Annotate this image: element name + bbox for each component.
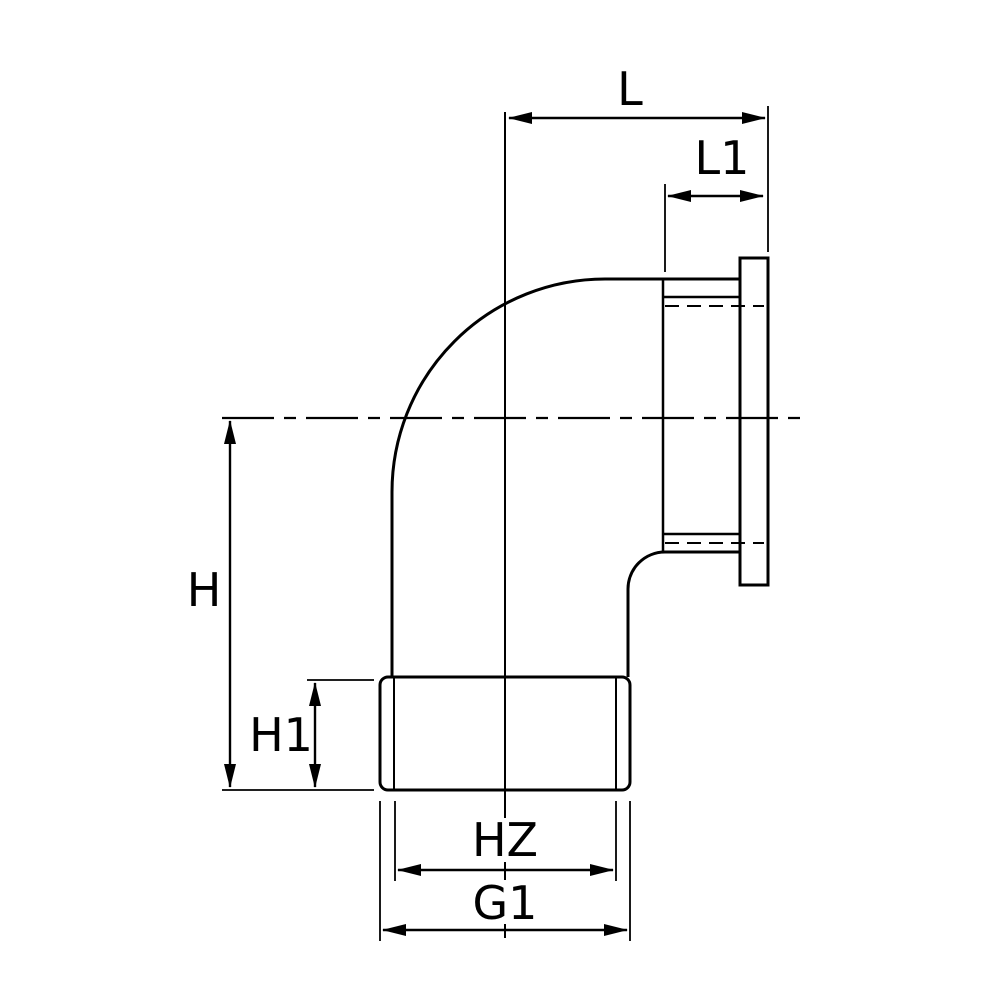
dimension-L1-label: L1 <box>695 131 750 185</box>
dimension-L: L <box>508 62 769 252</box>
dimension-H1: H1 <box>249 679 374 788</box>
dimension-H1-label: H1 <box>249 708 313 762</box>
dimension-L1: L1 <box>664 131 764 272</box>
body-outer-wall <box>390 277 740 677</box>
dimension-G1-label: G1 <box>473 876 538 930</box>
dimension-G1-label-mask <box>462 880 548 924</box>
dimension-HZ-label-mask <box>458 818 552 862</box>
dimension-H: H <box>187 420 374 791</box>
dimension-L-label: L <box>617 62 643 116</box>
elbow-body <box>378 256 770 792</box>
dimension-HZ: HZ <box>394 801 617 881</box>
dimension-HZ-label: HZ <box>472 813 538 867</box>
right-port-flange <box>738 256 770 587</box>
dimension-G1: G1 <box>379 801 631 941</box>
bottom-socket <box>378 675 632 792</box>
centerlines <box>222 112 800 938</box>
dimension-H-label: H <box>187 563 222 617</box>
body-inner-wall <box>626 550 740 677</box>
